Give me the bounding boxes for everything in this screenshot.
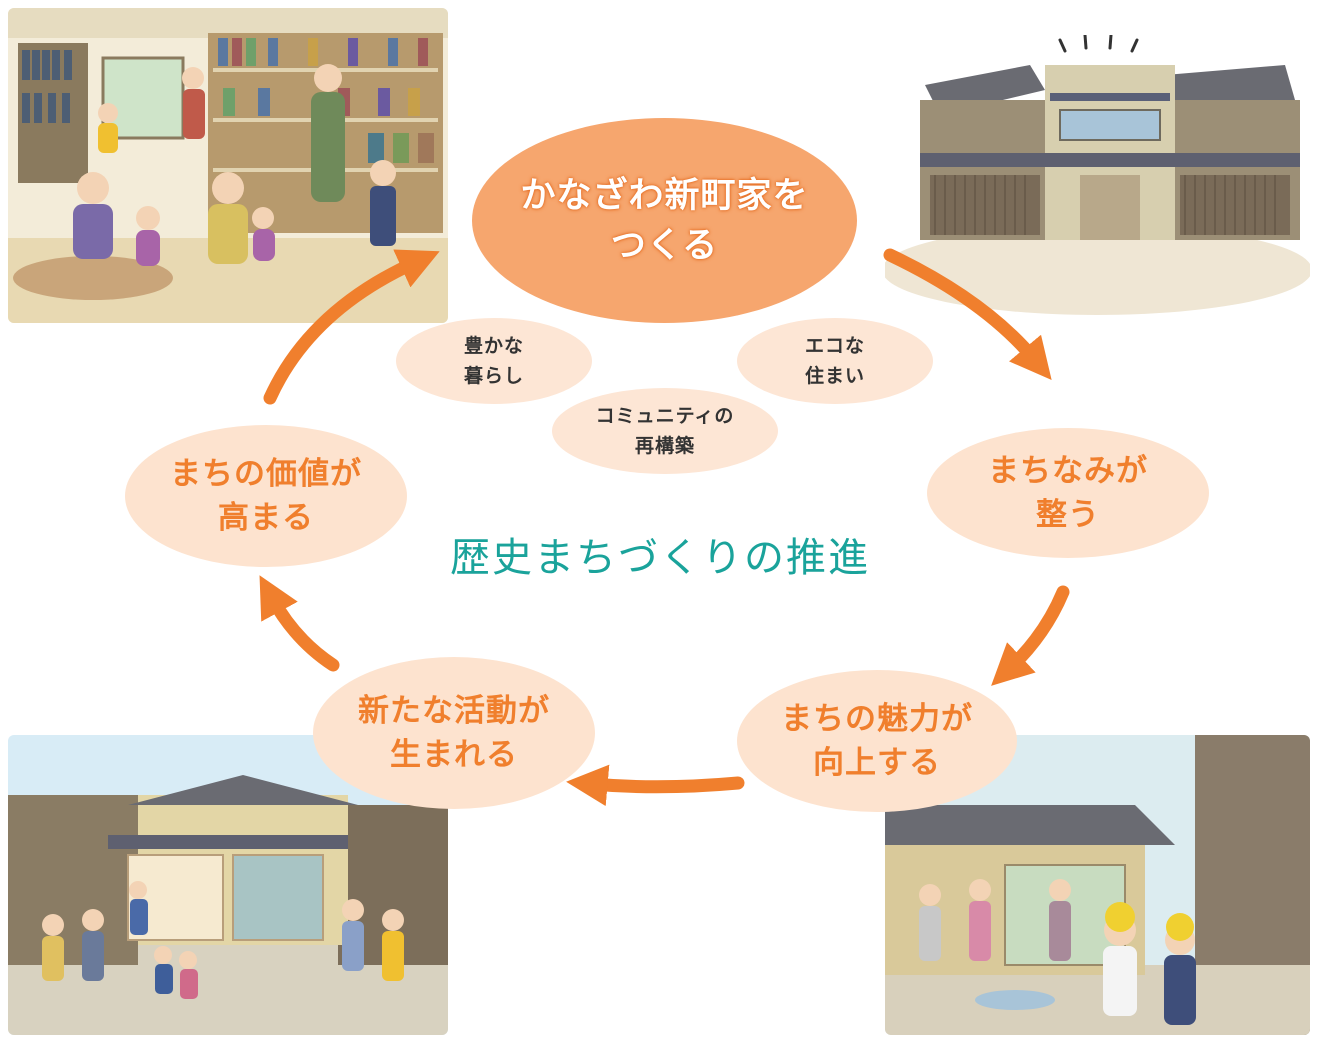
center-title: 歴史まちづくりの推進 (450, 535, 870, 581)
node-value-line1: まちの価値が (170, 456, 362, 492)
goal-eco-housing: エコな 住まい (737, 318, 933, 404)
goal-community-line2: 再構築 (634, 435, 695, 457)
goal-eco-housing-line2: 住まい (804, 365, 865, 387)
goal-community: コミュニティの 再構築 (552, 388, 778, 474)
node-townscape-line1: まちなみが (988, 453, 1148, 489)
arrow-appeal-to-activity (566, 764, 745, 807)
main-node-line2: つくる (610, 225, 719, 266)
machiya-townhouse-illustration (885, 35, 1310, 325)
node-value-line2: 高まる (218, 500, 314, 536)
arrow-townscape-to-appeal (991, 585, 1070, 686)
node-value: まちの価値が 高まる (125, 425, 407, 567)
node-appeal-line1: まちの魅力が (781, 701, 973, 737)
goal-rich-living: 豊かな 暮らし (396, 318, 592, 404)
node-townscape-line2: 整う (1036, 497, 1100, 533)
node-activity: 新たな活動が 生まれる (313, 657, 595, 809)
street-activity-illustration (8, 735, 448, 1035)
node-appeal-line2: 向上する (813, 745, 941, 781)
goal-rich-living-line1: 豊かな (463, 335, 524, 357)
arrow-activity-to-value (259, 575, 340, 672)
goal-eco-housing-line1: エコな (804, 335, 865, 357)
main-node: かなざわ新町家を つくる (472, 118, 857, 323)
goal-community-line1: コミュニティの (595, 405, 735, 427)
goal-rich-living-line2: 暮らし (463, 365, 524, 387)
node-activity-line2: 生まれる (390, 737, 518, 773)
arrow-main-to-townscape (883, 248, 1052, 380)
main-node-line1: かなざわ新町家を (520, 175, 809, 216)
node-activity-line1: 新たな活動が (358, 693, 550, 729)
node-townscape: まちなみが 整う (927, 428, 1209, 558)
node-appeal: まちの魅力が 向上する (737, 670, 1017, 812)
arrow-value-to-main (263, 249, 440, 405)
